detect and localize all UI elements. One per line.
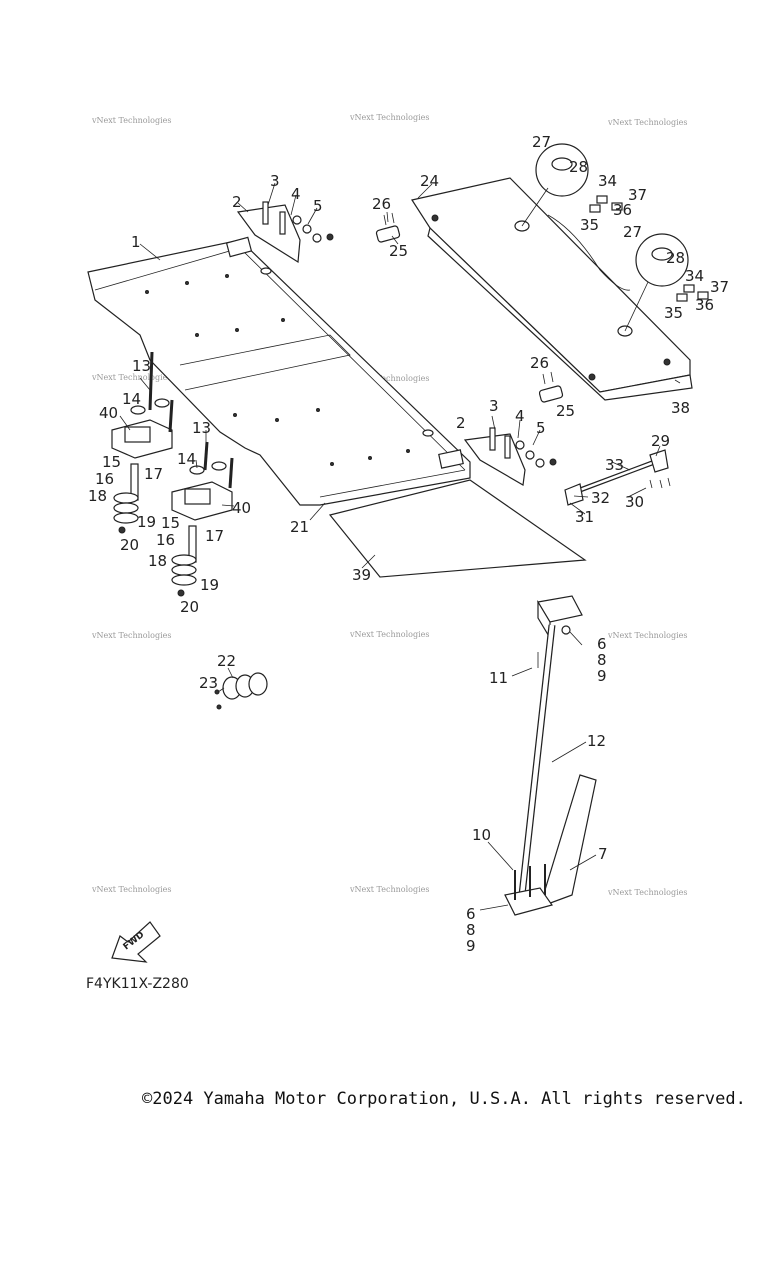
callout-label: 20	[180, 598, 199, 616]
callout-label: 4	[291, 185, 301, 203]
callout-label: 12	[587, 732, 606, 750]
hinge-plate-lower	[538, 371, 564, 403]
callout-label: 34	[598, 172, 617, 190]
watermark: vNext Technologies	[349, 885, 429, 894]
callout-label: 15	[102, 453, 121, 471]
callout-label: 2	[456, 414, 466, 432]
callout-label: 2	[232, 193, 242, 211]
callout-label: 40	[99, 404, 118, 422]
callout-label: 6	[597, 635, 607, 653]
bed-mat	[328, 479, 587, 578]
damper-upper	[111, 351, 174, 459]
callout-label: 15	[161, 514, 180, 532]
hinge-bracket-upper	[236, 201, 334, 264]
copyright-notice: ©2024 Yamaha Motor Corporation, U.S.A. A…	[142, 1089, 746, 1109]
callout-label: 20	[120, 536, 139, 554]
callout-label: 36	[613, 201, 632, 219]
callout-label: 8	[597, 651, 607, 669]
callout-label: 25	[556, 402, 575, 420]
callout-label: 19	[137, 513, 156, 531]
clip-set-upper	[589, 195, 623, 213]
callout-label: 30	[625, 493, 644, 511]
watermark: vNext Technologies	[91, 885, 171, 894]
drawing-code: F4YK11X-Z280	[86, 976, 189, 992]
callout-label: 32	[591, 489, 610, 507]
callout-label: 5	[313, 197, 323, 215]
callout-label: 19	[200, 576, 219, 594]
bed-floor-panel	[87, 236, 471, 506]
callout-label: 17	[144, 465, 163, 483]
callout-label: 26	[372, 195, 391, 213]
callout-label: 18	[88, 487, 107, 505]
callout-label: 27	[623, 223, 642, 241]
grommet-detail-upper	[521, 143, 589, 227]
watermark: vNext Technologies	[349, 113, 429, 122]
callout-label: 34	[685, 267, 704, 285]
callout-label: 9	[597, 667, 607, 685]
callout-label: 10	[472, 826, 491, 844]
callout-label: 35	[664, 304, 683, 322]
watermark: vNext Technologies	[349, 630, 429, 639]
clip-set-lower	[676, 284, 709, 302]
watermark: vNext Technologies	[349, 374, 429, 383]
callout-label: 14	[122, 390, 141, 408]
callout-label: 9	[466, 937, 476, 955]
callout-label: 26	[530, 354, 549, 372]
bed-cover-panel	[411, 177, 693, 401]
callout-label: 35	[580, 216, 599, 234]
leader-lines	[119, 182, 681, 911]
callout-label: 37	[628, 186, 647, 204]
watermark: vNext Technologies	[607, 118, 687, 127]
forward-arrow: FWD	[111, 921, 161, 963]
callout-label: 14	[177, 450, 196, 468]
mount-stack-upper	[113, 463, 139, 534]
callout-label: 7	[598, 845, 608, 863]
callout-label: 37	[710, 278, 729, 296]
callout-label: 13	[192, 419, 211, 437]
callout-label: 1	[131, 233, 141, 251]
support-stand	[504, 595, 597, 916]
callout-label: 17	[205, 527, 224, 545]
callout-label: 29	[651, 432, 670, 450]
mount-stack-lower	[171, 525, 197, 597]
watermark: vNext Technologies	[91, 116, 171, 125]
watermark: vNext Technologies	[91, 373, 171, 382]
callout-label: 3	[489, 397, 499, 415]
gas-strut	[564, 449, 671, 506]
parts-diagram: vNext Technologies vNext Technologies vN…	[87, 113, 729, 963]
clamp-set	[214, 672, 268, 710]
callout-label: 8	[466, 921, 476, 939]
callout-label: 3	[270, 172, 280, 190]
callout-label: 40	[232, 499, 251, 517]
callout-label: 27	[532, 133, 551, 151]
callout-label: 4	[515, 407, 525, 425]
callout-label: 23	[199, 674, 218, 692]
watermark: vNext Technologies	[607, 888, 687, 897]
callouts: 1 2 3 4 5 2 3 4 5 6 8 9 6 8 9 7 10 11 12…	[88, 133, 729, 955]
callout-label: 11	[489, 669, 508, 687]
callout-label: 38	[671, 399, 690, 417]
watermark: vNext Technologies	[607, 631, 687, 640]
callout-label: 6	[466, 905, 476, 923]
callout-label: 16	[95, 470, 114, 488]
grommet-detail-lower	[624, 233, 689, 332]
callout-label: 39	[352, 566, 371, 584]
damper-lower	[171, 441, 234, 521]
hinge-plate-upper	[375, 212, 401, 243]
hinge-bracket-lower	[463, 427, 557, 486]
callout-label: 21	[290, 518, 309, 536]
callout-label: 33	[605, 456, 624, 474]
callout-label: 31	[575, 508, 594, 526]
callout-label: 22	[217, 652, 236, 670]
callout-label: 36	[695, 296, 714, 314]
watermark: vNext Technologies	[91, 631, 171, 640]
callout-label: 25	[389, 242, 408, 260]
callout-label: 18	[148, 552, 167, 570]
callout-label: 24	[420, 172, 439, 190]
callout-label: 28	[569, 158, 588, 176]
callout-label: 13	[132, 357, 151, 375]
callout-label: 28	[666, 249, 685, 267]
callout-label: 16	[156, 531, 175, 549]
callout-label: 5	[536, 419, 546, 437]
